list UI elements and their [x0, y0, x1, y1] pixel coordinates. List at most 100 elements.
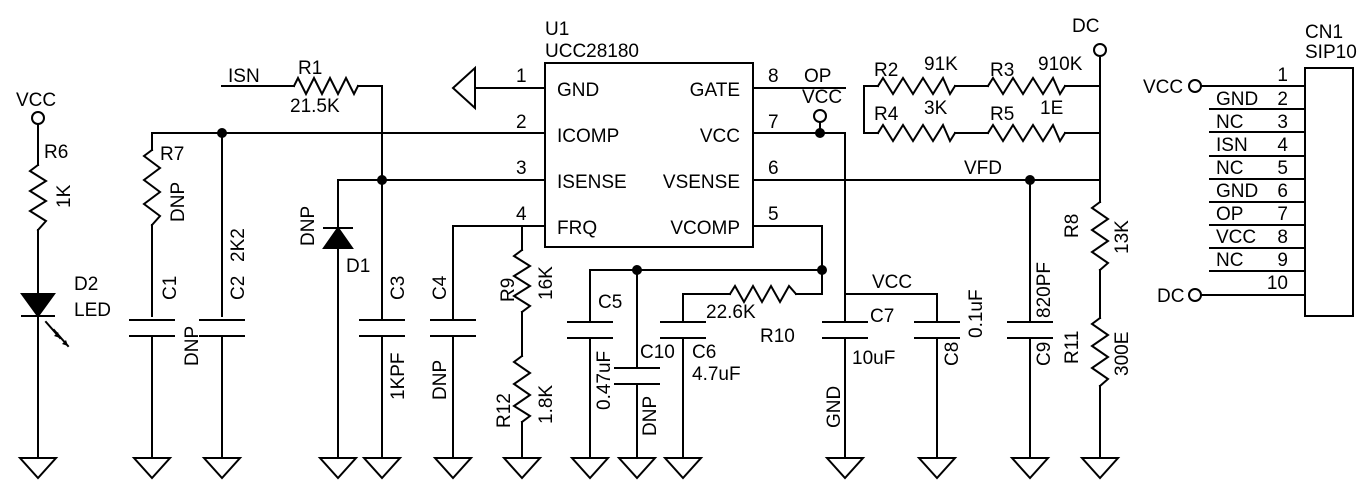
connector-pin-number: 2	[1277, 89, 1288, 110]
ic-pin-number: 6	[768, 158, 779, 179]
ic-pin-number: 4	[516, 204, 527, 225]
led-d2	[20, 293, 56, 318]
label-r12-value: 1.8K	[536, 385, 557, 424]
junction-dot	[632, 265, 642, 275]
ground-symbol	[916, 457, 958, 480]
label-c10-ref: C10	[640, 342, 675, 363]
ic-pin-number: 2	[516, 112, 527, 133]
label-c4-ref: C4	[430, 275, 451, 300]
terminal-vcc-left	[31, 111, 45, 125]
capacitor-c6	[660, 321, 706, 339]
connector-pin-name: ISN	[1216, 135, 1248, 156]
ic-pin-name: GND	[557, 80, 599, 101]
ic-pin-number: 1	[516, 66, 527, 87]
net-label-op: OP	[804, 66, 831, 87]
label-r5-ref: R5	[990, 104, 1014, 125]
net-label-vcc-conn: VCC	[1143, 77, 1183, 98]
label-d1-ref: D1	[346, 256, 370, 277]
wire-r1-isense-node	[357, 85, 383, 319]
ic-pin-number: 3	[516, 158, 527, 179]
ground-symbol	[824, 457, 866, 480]
diode-d1	[322, 226, 354, 249]
capacitor-c7	[822, 321, 868, 339]
label-c8-ref: C8	[942, 342, 963, 366]
ground-symbol	[1079, 457, 1121, 480]
capacitor-c9	[1007, 321, 1053, 339]
connector-pin-lines	[1209, 108, 1306, 272]
connector-pin-number: 3	[1277, 112, 1288, 133]
label-r12-ref: R12	[494, 393, 515, 428]
label-r10-ref: R10	[760, 326, 795, 347]
led-light-arrows-icon	[44, 320, 70, 348]
label-r1-ref: R1	[298, 58, 322, 79]
connector-pin-name: VCC	[1216, 227, 1256, 248]
net-labels: VCC ISN OP VCC DC VFD VCC GND	[16, 16, 1099, 428]
terminal-dc-conn	[1188, 288, 1202, 302]
connector-pin-number: 10	[1267, 273, 1288, 294]
resistor-r8	[1090, 200, 1110, 272]
connector-cn1: CN1 SIP10 1 2 3 4 5 6 7 8 9 10 GND NC IS…	[1143, 22, 1357, 317]
label-r2-value: 91K	[924, 54, 958, 75]
ic-pin-number: 5	[768, 204, 779, 225]
junction-dot	[817, 265, 827, 275]
ground-symbol	[131, 457, 173, 480]
label-d1-value: DNP	[298, 206, 319, 246]
label-c6-value: 4.7uF	[692, 364, 741, 385]
label-r6-value: 1K	[54, 184, 75, 208]
label-c1-ref: C1	[160, 276, 181, 300]
label-c8-value: 0.1uF	[966, 289, 987, 338]
ground-symbol	[432, 457, 474, 480]
wires	[37, 57, 1306, 459]
label-c2-value: 2K2	[228, 228, 249, 262]
label-r1-value: 21.5K	[290, 96, 340, 117]
connector-part: SIP10	[1305, 42, 1357, 63]
label-r11-value: 300E	[1112, 332, 1133, 376]
resistor-r11	[1090, 316, 1110, 388]
ground-symbol	[317, 457, 359, 480]
connector-pin-name: GND	[1216, 181, 1258, 202]
wire-r2-r4-left	[863, 85, 879, 134]
label-r3-value: 910K	[1038, 54, 1083, 75]
net-label-vcc-left: VCC	[16, 90, 56, 111]
connector-pin-name: NC	[1216, 158, 1243, 179]
label-c10-value: DNP	[640, 396, 661, 436]
connector-pin-number: 6	[1277, 181, 1288, 202]
label-c7-ref: C7	[870, 306, 894, 327]
ic-pin-name: VCC	[700, 126, 740, 147]
ic-body	[544, 62, 754, 248]
junction-dot	[377, 175, 387, 185]
capacitor-c1	[129, 319, 175, 337]
label-c5-value: 0.47uF	[594, 351, 615, 410]
resistor-r1	[292, 75, 360, 97]
ground-symbols	[17, 457, 1121, 480]
resistor-r6	[28, 163, 48, 232]
resistor-r5	[986, 122, 1067, 144]
ground-symbol-rotated	[451, 65, 476, 111]
junctions	[217, 128, 1035, 275]
label-r4-ref: R4	[874, 104, 899, 125]
junction-dot	[1025, 175, 1035, 185]
ground-symbol	[569, 457, 611, 480]
connector-pin-number: 4	[1277, 135, 1288, 156]
ic-u1: U1 UCC28180 GND ICOMP ISENSE FRQ GATE VC…	[516, 19, 779, 248]
ic-pin-name: VCOMP	[670, 218, 740, 239]
label-r9-value: 16K	[536, 266, 557, 300]
net-label-dc-conn: DC	[1157, 286, 1184, 307]
junction-dot	[217, 128, 227, 138]
ground-symbol	[662, 457, 704, 480]
label-d2-ref: D2	[74, 274, 98, 295]
net-label-vfd: VFD	[964, 158, 1002, 179]
resistor-r3	[986, 75, 1067, 97]
ground-symbol	[17, 457, 59, 480]
resistor-r9	[512, 248, 532, 314]
resistor-r2	[876, 75, 957, 97]
ground-symbol	[361, 457, 403, 480]
ic-pin-name: VSENSE	[663, 172, 740, 193]
label-c4-value: DNP	[430, 360, 451, 400]
ic-ref: U1	[545, 19, 569, 40]
capacitor-c2	[199, 319, 245, 337]
label-r8-ref: R8	[1062, 214, 1083, 238]
label-c1-value: DNP	[182, 326, 203, 366]
ic-pin-name: ISENSE	[557, 172, 627, 193]
